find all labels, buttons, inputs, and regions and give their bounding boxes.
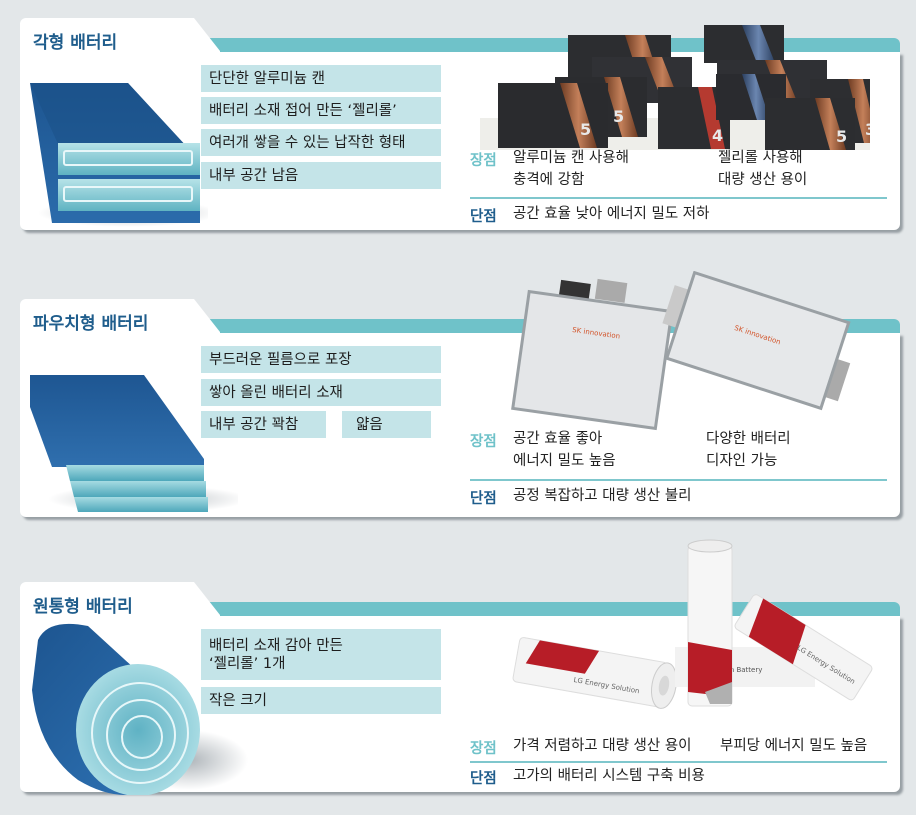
cons-text: 공정 복잡하고 대량 생산 불리 [513,488,692,504]
pouch-cells-photo: SK innovation SK innovation [511,271,851,431]
pouch-battery-card: 파우치형 배터리 부드러운 필름으로 포장 쌓아 올린 배터리 소재 내부 공간… [20,271,900,517]
pros-item-line: 젤리롤 사용해 [718,150,803,166]
cons-label: 단점 [470,771,497,787]
pros-item: 젤리롤 사용해 대량 생산 용이 [718,147,807,191]
feature-label: 단단한 알루미늄 캔 [201,65,441,92]
cylindrical-cells-photo: LG Energy Solution Lithium Ion Battery L… [512,539,873,709]
title-tab [20,18,190,78]
feature-label: 작은 크기 [201,687,441,714]
feature-label: 내부 공간 남음 [201,162,441,189]
feature-label: 여러개 쌓을 수 있는 납작한 형태 [201,129,441,156]
svg-text:4: 4 [712,126,723,145]
cons-label: 단점 [470,209,497,225]
pros-item-line: 충격에 강함 [513,172,585,188]
pros-label: 장점 [470,434,497,450]
title-tab [20,299,190,359]
svg-text:3: 3 [865,120,870,139]
pros-label: 장점 [470,741,497,757]
pros-item: 알루미늄 캔 사용해 충격에 강함 [513,147,629,191]
feature-label: 배터리 소재 감아 만든 ‘젤리롤’ 1개 [201,629,441,680]
pros-item: 부피당 에너지 밀도 높음 [720,738,868,754]
cylindrical-battery-illustration-icon [32,623,248,795]
feature-label: 부드러운 필름으로 포장 [201,346,441,373]
pros-item: 다양한 배터리 디자인 가능 [706,428,791,472]
pros-item: 공간 효율 좋아 에너지 밀도 높음 [513,428,616,472]
svg-text:5: 5 [836,127,847,146]
pros-item-line: 대량 생산 용이 [718,172,808,188]
section-title: 각형 배터리 [33,33,118,53]
feature-label: 쌓아 올린 배터리 소재 [201,379,441,406]
feature-label: 배터리 소재 접어 만든 ‘젤리롤’ [201,97,441,124]
feature-label: 내부 공간 꽉참 [201,411,326,438]
pros-cons-divider [470,761,887,763]
pros-label: 장점 [470,153,497,169]
svg-text:5: 5 [613,107,624,126]
prismatic-battery-card: 각형 배터리 단단한 알루미늄 캔 배터리 소재 접어 만든 ‘젤리롤’ 여러개… [20,18,900,230]
pros-item-line: 다양한 배터리 [706,431,791,447]
pros-item-line: 디자인 가능 [706,453,778,469]
pros-item-line: 에너지 밀도 높음 [513,453,616,469]
cylindrical-battery-card: 원통형 배터리 배터리 소재 감아 만든 ‘젤리롤’ 1개 작은 크기 LG E… [20,539,900,795]
prismatic-battery-illustration-icon [30,83,208,227]
feature-label: 얇음 [342,411,431,438]
pros-cons-divider [470,479,887,481]
cons-text: 공간 효율 낮아 에너지 밀도 저하 [513,206,710,222]
cons-text: 고가의 배터리 시스템 구축 비용 [513,768,705,784]
pros-item-line: 공간 효율 좋아 [513,431,603,447]
pros-item-line: 알루미늄 캔 사용해 [513,150,629,166]
svg-text:5: 5 [580,120,591,139]
cons-label: 단점 [470,491,497,507]
section-title: 원통형 배터리 [33,597,133,617]
section-title: 파우치형 배터리 [33,314,149,334]
pros-item: 가격 저렴하고 대량 생산 용이 [513,738,692,754]
prismatic-cells-photo: 5 5 4 5 3 5 [480,25,870,150]
pros-cons-divider [470,197,887,199]
pouch-battery-illustration-icon [30,375,238,513]
